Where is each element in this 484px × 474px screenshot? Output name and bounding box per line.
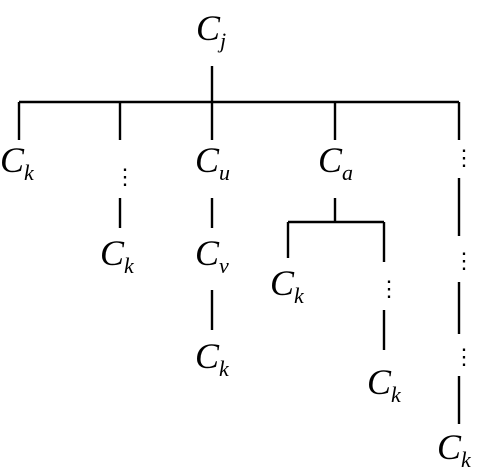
node-cuk-sub: k [219,356,230,381]
node-c5: Ck [437,427,472,472]
node-c2-base: C [100,233,125,273]
node-c5-sub: k [461,447,472,472]
ellipsis-ca-ca2: ⋮ [378,276,400,301]
node-c1: Ck [0,140,35,185]
ellipsis-root-c2: ⋮ [114,164,136,189]
node-ca-sub: a [342,160,353,185]
node-c5-base: C [437,427,462,467]
tree-edges: ⋮ ⋮ ⋮ ⋮ ⋮ [17,66,475,424]
node-root: Cj [196,8,226,53]
node-cu: Cu [195,140,230,185]
node-ca2: Ck [367,362,402,407]
ellipsis-root-c5-3: ⋮ [453,344,475,369]
node-cv: Cv [195,233,229,278]
node-cu-base: C [195,140,220,180]
node-cuk-base: C [195,336,220,376]
node-root-sub: j [217,28,226,53]
ellipsis-root-c5-2: ⋮ [453,248,475,273]
node-c1-base: C [0,140,25,180]
node-cuk: Ck [195,336,230,381]
node-ca1-base: C [270,263,295,303]
node-ca2-base: C [367,362,392,402]
node-cv-base: C [195,233,220,273]
node-ca-base: C [318,140,343,180]
tree-nodes: Cj Ck Ck Cu Cv Ck Ca Ck Ck Ck [0,8,472,472]
node-ca1-sub: k [294,283,305,308]
node-c2-sub: k [124,253,135,278]
node-c2: Ck [100,233,135,278]
node-c1-sub: k [24,160,35,185]
node-ca2-sub: k [391,382,402,407]
node-root-base: C [196,8,221,48]
node-ca1: Ck [270,263,305,308]
node-ca: Ca [318,140,353,185]
ellipsis-root-c5-1: ⋮ [453,145,475,170]
node-cv-sub: v [219,253,229,278]
node-cu-sub: u [219,160,230,185]
